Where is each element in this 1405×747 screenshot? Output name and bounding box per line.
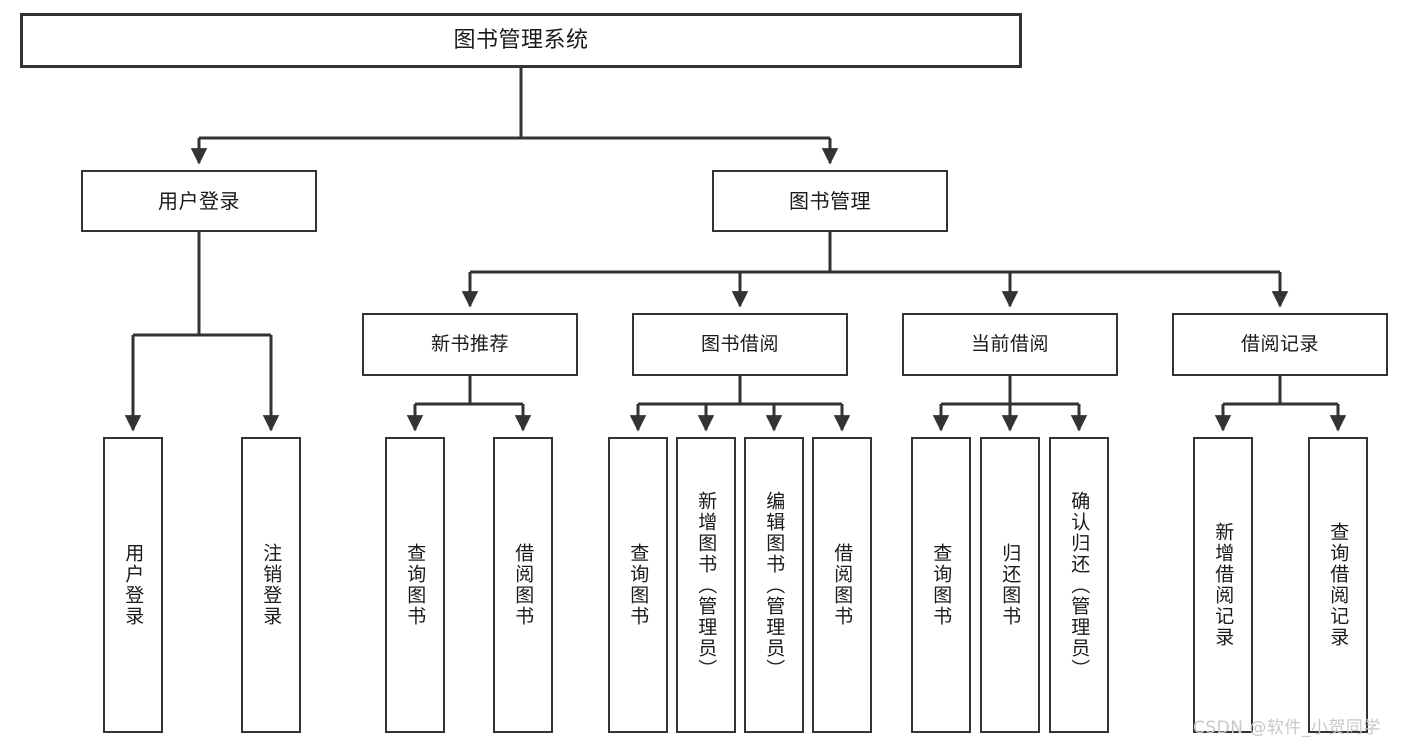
- node-leaf-add-book[interactable]: 新增图书（管理员）: [676, 437, 736, 733]
- node-leaf-logout[interactable]: 注销登录: [241, 437, 301, 733]
- node-book-manage-label: 图书管理: [789, 188, 871, 213]
- node-root[interactable]: 图书管理系统: [20, 13, 1022, 68]
- node-leaf-query-book-2[interactable]: 查询图书: [608, 437, 668, 733]
- csdn-watermark: CSDN @软件_小贺同学: [1193, 718, 1381, 738]
- node-leaf-confirm-return[interactable]: 确认归还（管理员）: [1049, 437, 1109, 733]
- node-leaf-return-book-label: 归还图书: [999, 543, 1022, 627]
- node-current-borrow-label: 当前借阅: [970, 332, 1049, 355]
- node-leaf-user-login-label: 用户登录: [122, 543, 145, 627]
- node-leaf-query-book-3-label: 查询图书: [930, 543, 953, 627]
- node-leaf-query-book-2-label: 查询图书: [627, 543, 650, 627]
- node-leaf-edit-book[interactable]: 编辑图书（管理员）: [744, 437, 804, 733]
- node-book-borrow-label: 图书借阅: [700, 332, 779, 355]
- node-leaf-logout-label: 注销登录: [260, 543, 283, 627]
- node-leaf-query-book-3[interactable]: 查询图书: [911, 437, 971, 733]
- node-leaf-borrow-book-2[interactable]: 借阅图书: [812, 437, 872, 733]
- node-borrow-record-label: 借阅记录: [1240, 332, 1319, 355]
- node-user-login-label: 用户登录: [158, 188, 240, 213]
- node-leaf-user-login[interactable]: 用户登录: [103, 437, 163, 733]
- node-borrow-record[interactable]: 借阅记录: [1172, 313, 1388, 376]
- node-leaf-query-record-label: 查询借阅记录: [1327, 522, 1350, 648]
- node-book-manage[interactable]: 图书管理: [712, 170, 948, 232]
- node-leaf-return-book[interactable]: 归还图书: [980, 437, 1040, 733]
- node-leaf-query-book-1[interactable]: 查询图书: [385, 437, 445, 733]
- node-leaf-edit-book-label: 编辑图书（管理员）: [763, 490, 786, 680]
- node-leaf-query-book-1-label: 查询图书: [404, 543, 427, 627]
- node-leaf-query-record[interactable]: 查询借阅记录: [1308, 437, 1368, 733]
- node-book-borrow[interactable]: 图书借阅: [632, 313, 848, 376]
- node-user-login[interactable]: 用户登录: [81, 170, 317, 232]
- node-new-book-rec-label: 新书推荐: [430, 332, 509, 355]
- node-leaf-add-record[interactable]: 新增借阅记录: [1193, 437, 1253, 733]
- node-leaf-add-record-label: 新增借阅记录: [1212, 522, 1235, 648]
- node-leaf-borrow-book-2-label: 借阅图书: [831, 543, 854, 627]
- node-current-borrow[interactable]: 当前借阅: [902, 313, 1118, 376]
- node-leaf-borrow-book-1-label: 借阅图书: [512, 543, 535, 627]
- node-root-label: 图书管理系统: [453, 27, 589, 53]
- node-leaf-borrow-book-1[interactable]: 借阅图书: [493, 437, 553, 733]
- node-leaf-confirm-return-label: 确认归还（管理员）: [1068, 490, 1091, 680]
- node-new-book-rec[interactable]: 新书推荐: [362, 313, 578, 376]
- node-leaf-add-book-label: 新增图书（管理员）: [695, 490, 718, 680]
